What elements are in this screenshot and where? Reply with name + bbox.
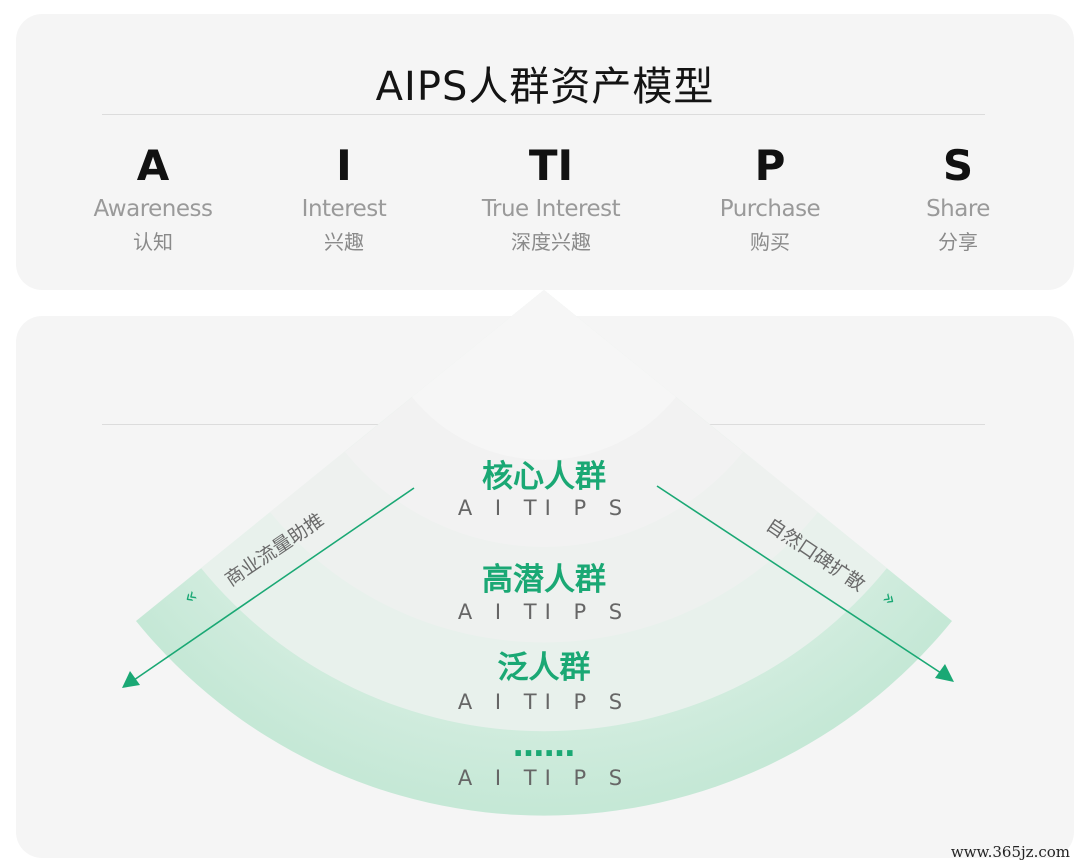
stage-english: True Interest bbox=[481, 196, 621, 222]
layer-potential-letters: A I TI P S bbox=[458, 600, 630, 624]
stage-english: Share bbox=[926, 196, 990, 222]
layer-broad-letters: A I TI P S bbox=[458, 690, 630, 714]
stage-true-interest: TI True Interest 深度兴趣 bbox=[441, 144, 661, 255]
stage-chinese: 分享 bbox=[938, 230, 978, 254]
layer-core-letters: A I TI P S bbox=[458, 496, 630, 520]
stage-chinese: 深度兴趣 bbox=[511, 230, 591, 254]
model-title: AIPS人群资产模型 bbox=[375, 64, 715, 110]
layer-potential-name: 高潜人群 bbox=[482, 562, 606, 598]
stage-letter: A bbox=[136, 141, 170, 190]
stage-letter: TI bbox=[528, 141, 574, 190]
model-divider bbox=[102, 114, 985, 115]
stage-awareness: A Awareness 认知 bbox=[43, 144, 263, 255]
layer-core-name: 核心人群 bbox=[482, 459, 606, 495]
stage-interest: I Interest 兴趣 bbox=[234, 144, 454, 255]
stage-english: Awareness bbox=[93, 196, 213, 222]
funnel-band-core bbox=[412, 290, 676, 460]
stage-chinese: 兴趣 bbox=[324, 230, 364, 254]
stage-letter: S bbox=[942, 141, 974, 190]
stage-letter: P bbox=[754, 141, 786, 190]
stage-share: S Share 分享 bbox=[848, 144, 1068, 255]
aips-model-card: AIPS人群资产模型 A Awareness 认知 I Interest 兴趣 … bbox=[16, 14, 1074, 290]
layer-more-name: …… bbox=[513, 728, 575, 764]
layer-more-letters: A I TI P S bbox=[458, 766, 630, 790]
stage-purchase: P Purchase 购买 bbox=[660, 144, 880, 255]
watermark: www.365jz.com bbox=[950, 843, 1070, 861]
left-arrow bbox=[122, 487, 415, 688]
stage-chinese: 购买 bbox=[750, 230, 790, 254]
stage-english: Purchase bbox=[719, 196, 821, 222]
stage-english: Interest bbox=[301, 196, 387, 222]
layer-broad-name: 泛人群 bbox=[498, 650, 591, 686]
left-arrowhead-icon bbox=[122, 671, 140, 688]
right-arrowhead-icon bbox=[935, 664, 954, 682]
stage-chinese: 认知 bbox=[133, 230, 173, 254]
stage-letter: I bbox=[336, 141, 352, 190]
right-arrow bbox=[656, 485, 954, 682]
